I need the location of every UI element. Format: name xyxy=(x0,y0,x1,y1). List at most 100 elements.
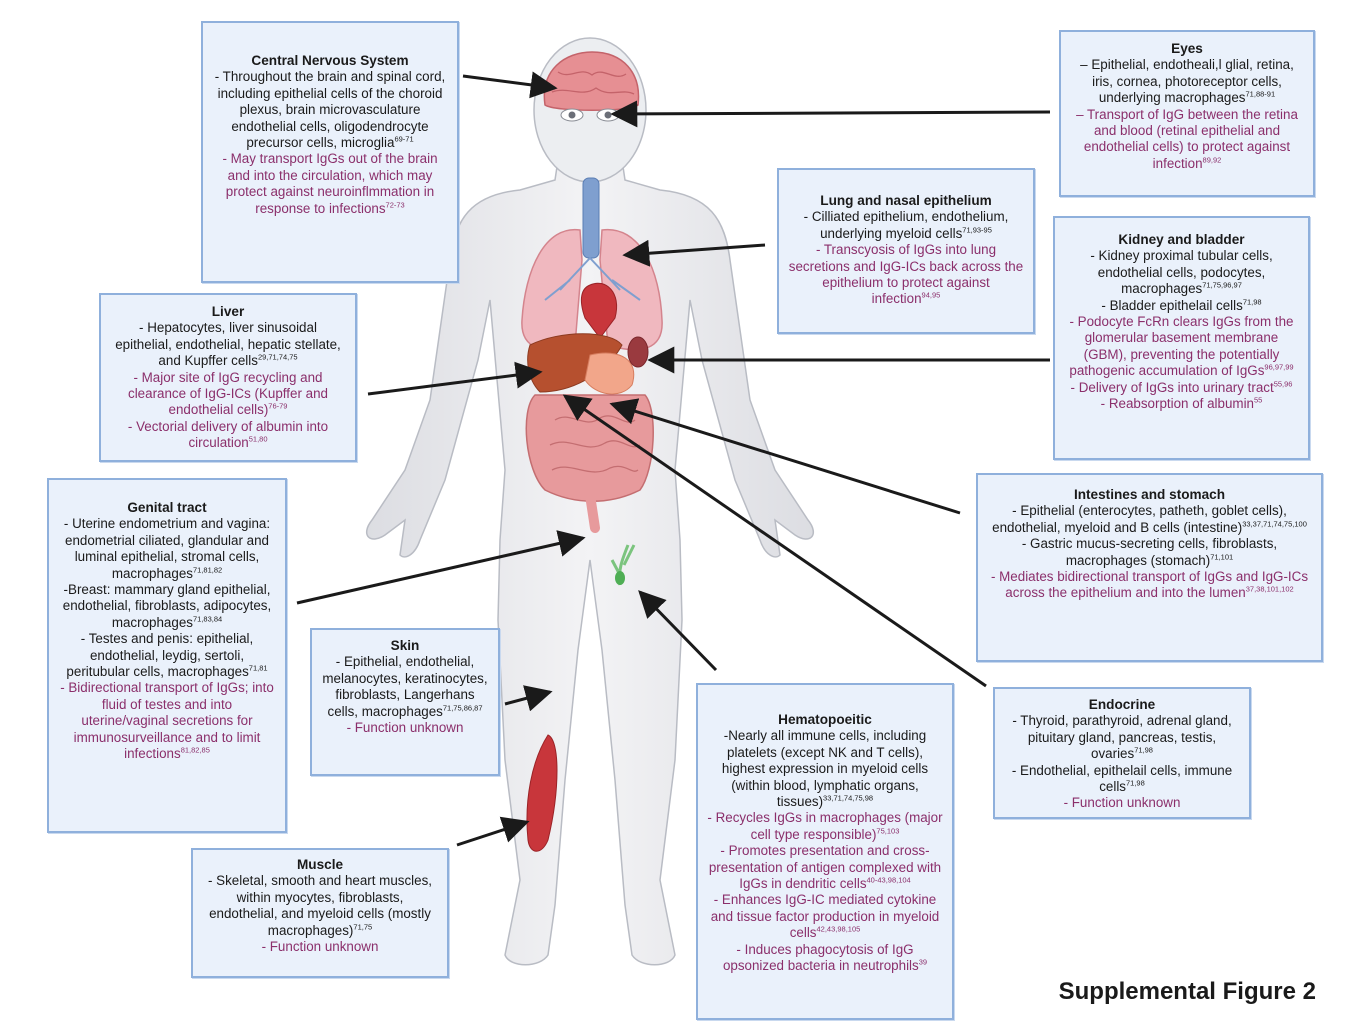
arrow-muscle xyxy=(456,816,530,847)
endocrine-line-text: - Function unknown xyxy=(1063,795,1181,811)
kidney-citation: 55 xyxy=(1254,395,1263,405)
genital-title: Genital tract xyxy=(127,500,207,515)
eyes-box: Eyes– Epithelial, endotheali,l glial, re… xyxy=(1059,30,1315,197)
kidney-title: Kidney and bladder xyxy=(1118,232,1245,247)
endocrine-box: Endocrine- Thyroid, parathyroid, adrenal… xyxy=(993,687,1251,819)
hemato-citation: 39 xyxy=(918,957,928,967)
lung-citation: 71,93-95 xyxy=(962,225,992,235)
cns-box: Central Nervous System- Throughout the b… xyxy=(201,21,459,283)
lung-citation: 94,95 xyxy=(921,290,941,300)
eyes-citation: 89,92 xyxy=(1202,155,1222,165)
kidney-citation: 55,96 xyxy=(1273,379,1293,389)
genital-line-2: - Testes and penis: epithelial, endothel… xyxy=(57,631,277,680)
lung-line-1: - Transcyosis of IgGs into lung secretio… xyxy=(787,242,1025,308)
lung-title: Lung and nasal epithelium xyxy=(820,193,992,208)
hemato-line-text: - Recycles IgGs in macrophages (major ce… xyxy=(707,810,943,842)
hemato-line-text: - Enhances IgG-IC mediated cytokine and … xyxy=(710,892,940,941)
arrow-intestines xyxy=(609,398,961,515)
cns-citation: 72-73 xyxy=(385,200,405,210)
hemato-line-3: - Enhances IgG-IC mediated cytokine and … xyxy=(706,892,944,941)
intestines-line-text: - Epithelial (enterocytes, patheth, gobl… xyxy=(992,503,1287,535)
hemato-line-0: -Nearly all immune cells, including plat… xyxy=(706,728,944,810)
genital-citation: 71,81 xyxy=(248,663,268,673)
arrow-eyes xyxy=(610,100,1051,128)
liver-citation: 29,71,74,75 xyxy=(257,352,298,362)
brain xyxy=(543,51,640,111)
genital-box: Genital tract- Uterine endometrium and v… xyxy=(47,478,287,833)
eyes-title: Eyes xyxy=(1171,41,1203,56)
lung-line-0: - Cilliated epithelium, endothelium, und… xyxy=(787,209,1025,242)
eyes-line-text: – Transport of IgG between the retina an… xyxy=(1076,106,1298,171)
kidney-line-text: - Podocyte FcRn clears IgGs from the glo… xyxy=(1069,314,1294,379)
cns-title: Central Nervous System xyxy=(251,53,409,68)
genital-line-text: - Testes and penis: epithelial, endothel… xyxy=(66,631,254,680)
cns-line-text: - Throughout the brain and spinal cord, … xyxy=(214,69,446,151)
kidney-line-text: - Reabsorption of albumin xyxy=(1100,396,1254,412)
connector-arrows xyxy=(296,71,1051,847)
liver-line-text: - Major site of IgG recycling and cleara… xyxy=(128,369,328,418)
arrow-genital xyxy=(296,530,586,605)
skin-line-0: - Epithelial, endothelial, melanocytes, … xyxy=(320,654,490,720)
genital-line-1: -Breast: mammary gland epithelial, endot… xyxy=(57,582,277,631)
eyes-line-1: – Transport of IgG between the retina an… xyxy=(1069,107,1305,173)
muscle-title: Muscle xyxy=(296,857,344,872)
intestines-line-0: - Epithelial (enterocytes, patheth, gobl… xyxy=(986,503,1313,536)
hemato-citation: 42,43,98,105 xyxy=(816,924,861,934)
hemato-citation: 75,103 xyxy=(876,826,900,836)
muscle-line-text: - Skeletal, smooth and heart muscles, wi… xyxy=(207,873,433,938)
liver-line-0: - Hepatocytes, liver sinusoidal epitheli… xyxy=(109,320,347,369)
intestines-citation: 33,37,71,74,75,100 xyxy=(1242,519,1307,529)
cns-line-1: - May transport IgGs out of the brain an… xyxy=(211,151,449,217)
intestines-line-text: - Mediates bidirectional transport of Ig… xyxy=(990,569,1309,601)
liver-line-text: - Vectorial delivery of albumin into cir… xyxy=(127,418,329,451)
arrow-skin xyxy=(504,685,553,712)
lung-line-text: - Transcyosis of IgGs into lung secretio… xyxy=(788,242,1024,307)
genital-line-text: - Bidirectional transport of IgGs; into … xyxy=(60,680,274,762)
kidney-line-text: - Delivery of IgGs into urinary tract xyxy=(1070,379,1274,395)
eyes-citation: 71,88-91 xyxy=(1245,89,1276,99)
kidney-citation: 71,98 xyxy=(1242,297,1262,307)
arrow-hemato xyxy=(638,590,718,672)
eyes-line-0: – Epithelial, endotheali,l glial, retina… xyxy=(1069,57,1305,106)
genital-citation: 71,81,82 xyxy=(192,565,223,575)
skin-box: Skin- Epithelial, endothelial, melanocyt… xyxy=(310,628,500,776)
arrow-endocrine xyxy=(562,394,987,688)
intestines-line-2: - Mediates bidirectional transport of Ig… xyxy=(986,569,1313,602)
endocrine-line-text: - Endothelial, epithelail cells, immune … xyxy=(1011,762,1233,795)
arrow-lung xyxy=(622,239,766,267)
endocrine-line-text: - Thyroid, parathyroid, adrenal gland, p… xyxy=(1012,713,1232,762)
figure-label: Supplemental Figure 2 xyxy=(1058,978,1316,1005)
genital-citation: 71,83,84 xyxy=(192,614,223,624)
kidney-line-2: - Podocyte FcRn clears IgGs from the glo… xyxy=(1063,314,1300,380)
kidney-box: Kidney and bladder- Kidney proximal tubu… xyxy=(1053,216,1310,460)
cns-citation: 69-71 xyxy=(394,134,414,144)
liver-line-1: - Major site of IgG recycling and cleara… xyxy=(109,370,347,419)
genital-line-0: - Uterine endometrium and vagina: endome… xyxy=(57,516,277,582)
hemato-line-4: - Induces phagocytosis of IgG opsonized … xyxy=(706,942,944,975)
genital-line-text: - Uterine endometrium and vagina: endome… xyxy=(63,516,271,581)
hemato-line-1: - Recycles IgGs in macrophages (major ce… xyxy=(706,810,944,843)
hemato-citation: 33,71,74,75,98 xyxy=(823,793,874,803)
skin-citation: 71,75,86,87 xyxy=(442,703,483,713)
endocrine-line-0: - Thyroid, parathyroid, adrenal gland, p… xyxy=(1003,713,1241,762)
kidney-citation: 96,97,99 xyxy=(1264,362,1294,372)
cns-line-text: - May transport IgGs out of the brain an… xyxy=(222,151,438,216)
muscle-citation: 71,75 xyxy=(353,922,373,932)
liver-line-2: - Vectorial delivery of albumin into cir… xyxy=(109,419,347,452)
kidney-line-4: - Reabsorption of albumin55 xyxy=(1063,396,1300,412)
hemato-citation: 40-43,98,104 xyxy=(866,875,911,885)
intestines-line-1: - Gastric mucus-secreting cells, fibrobl… xyxy=(986,536,1313,569)
liver-citation: 51,80 xyxy=(248,434,268,444)
stomach xyxy=(584,352,635,395)
genital-citation: 81,82,85 xyxy=(180,745,210,755)
liver-title: Liver xyxy=(211,304,245,319)
liver-line-text: - Hepatocytes, liver sinusoidal epitheli… xyxy=(115,320,341,369)
muscle-line-text: - Function unknown xyxy=(261,939,379,955)
hemato-box: Hematopoeitic-Nearly all immune cells, i… xyxy=(696,683,954,1020)
arrow-liver xyxy=(367,361,543,396)
kidney-line-text: - Bladder epithelail cells xyxy=(1101,297,1243,313)
muscle-line-1: - Function unknown xyxy=(201,939,439,955)
endocrine-citation: 71,98 xyxy=(1134,745,1153,755)
muscle-organ xyxy=(526,734,558,852)
